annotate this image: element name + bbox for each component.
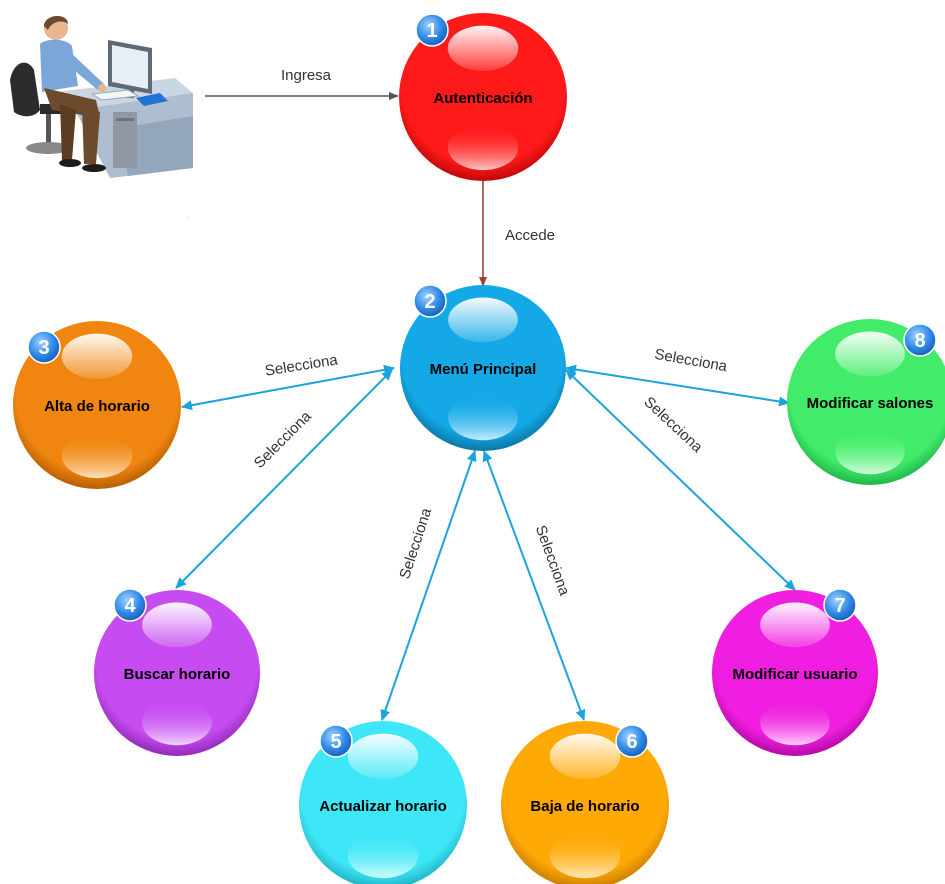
sphere-highlight — [347, 733, 419, 779]
sphere-reflection — [835, 429, 905, 475]
node-baja-de-horario: Baja de horario 6 — [501, 721, 669, 884]
node-modificar-usuario: Modificar usuario 7 — [712, 588, 878, 756]
sphere-menu-principal — [400, 285, 566, 451]
sphere-reflection — [549, 832, 621, 879]
node-modificar-salones: Modificar salones 8 — [787, 319, 945, 485]
edge-selecciona-buscar — [175, 369, 393, 589]
edge-label-ingresa: Ingresa — [281, 67, 332, 84]
edge-label-selecciona-salones: Selecciona — [653, 346, 729, 376]
sphere-actualizar-horario — [299, 721, 467, 884]
badge-number: 2 — [424, 291, 435, 313]
sphere-highlight — [447, 25, 519, 71]
edge-selecciona-baja — [482, 450, 586, 721]
sphere-modificar-usuario — [712, 590, 878, 756]
node-alta-de-horario: Alta de horario 3 — [13, 321, 181, 489]
node-actualizar-horario: Actualizar horario 5 — [299, 721, 467, 884]
edge-label-selecciona-baja: Selecciona — [532, 523, 573, 598]
sphere-baja-de-horario — [501, 721, 669, 884]
node-label-menu-principal: Menú Principal — [430, 361, 537, 378]
sphere-reflection — [760, 700, 830, 746]
sphere-reflection — [61, 432, 133, 479]
badge-number: 7 — [834, 595, 845, 617]
sphere-modificar-salones — [787, 319, 945, 485]
edge-label-selecciona-usuario: Selecciona — [640, 393, 706, 456]
node-label-buscar-horario: Buscar horario — [124, 666, 231, 683]
sphere-highlight — [835, 331, 905, 377]
edge-label-selecciona-buscar: Selecciona — [251, 407, 315, 471]
badge-number: 6 — [626, 731, 637, 753]
svg-text:.: . — [188, 214, 190, 220]
sphere-autenticacion — [399, 13, 567, 181]
sphere-reflection — [142, 700, 212, 746]
sphere-buscar-horario — [94, 590, 260, 756]
user-at-computer-icon — [10, 15, 193, 178]
node-autenticacion: Autenticación 1 — [399, 13, 567, 181]
node-label-baja-de-horario: Baja de horario — [530, 798, 639, 815]
sphere-alta-de-horario — [13, 321, 181, 489]
edge-label-accede: Accede — [505, 227, 555, 244]
edge-selecciona-actualizar — [380, 450, 477, 721]
edge-label-selecciona-actualizar: Selecciona — [396, 505, 435, 581]
badge-modificar-usuario: 7 — [823, 588, 857, 622]
sphere-highlight — [760, 602, 830, 648]
badge-alta-de-horario: 3 — [27, 330, 61, 364]
node-label-actualizar-horario: Actualizar horario — [319, 798, 447, 815]
badge-buscar-horario: 4 — [113, 588, 147, 622]
edge-label-selecciona-alta: Selecciona — [264, 351, 340, 379]
badge-number: 3 — [38, 337, 49, 359]
sphere-highlight — [142, 602, 212, 648]
badge-menu-principal: 2 — [413, 284, 447, 318]
node-label-alta-de-horario: Alta de horario — [44, 398, 150, 415]
badge-number: 8 — [914, 330, 925, 352]
badge-autenticacion: 1 — [415, 13, 449, 47]
node-label-autenticacion: Autenticación — [433, 90, 532, 107]
sphere-reflection — [448, 395, 518, 441]
sphere-highlight — [549, 733, 621, 779]
edge-selecciona-salones — [565, 364, 790, 407]
badge-number: 4 — [124, 595, 136, 617]
badge-baja-de-horario: 6 — [615, 724, 649, 758]
sphere-reflection — [447, 124, 519, 171]
badge-number: 1 — [426, 20, 437, 42]
node-buscar-horario: Buscar horario 4 — [94, 588, 260, 756]
sphere-highlight — [448, 297, 518, 343]
node-label-modificar-salones: Modificar salones — [807, 395, 934, 412]
badge-modificar-salones: 8 — [903, 323, 937, 357]
node-menu-principal: Menú Principal 2 — [400, 284, 566, 451]
sphere-highlight — [61, 333, 133, 379]
sphere-reflection — [347, 832, 419, 879]
badge-number: 5 — [330, 731, 341, 753]
edge-selecciona-usuario — [565, 369, 796, 591]
badge-actualizar-horario: 5 — [319, 724, 353, 758]
node-label-modificar-usuario: Modificar usuario — [732, 666, 857, 683]
